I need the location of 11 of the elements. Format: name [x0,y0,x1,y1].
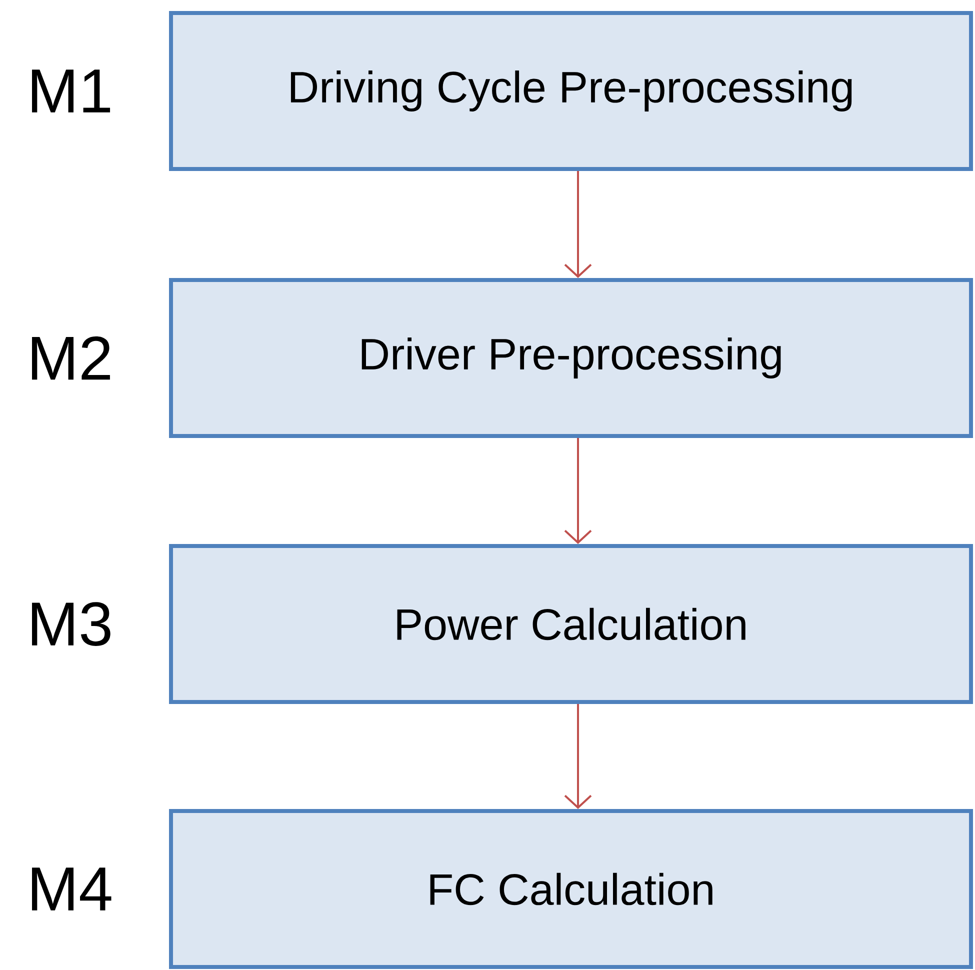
arrow [564,438,592,544]
step-label: M1 [32,70,110,112]
process-box: Driving Cycle Pre-processing [169,11,973,171]
process-box: Power Calculation [169,544,973,704]
process-box: Driver Pre-processing [169,278,973,438]
step-label: M3 [32,602,110,646]
step-label: M2 [32,336,110,380]
arrow [564,171,592,278]
arrow [564,704,592,810]
process-box: FC Calculation [169,809,973,969]
step-label: M4 [32,868,112,910]
